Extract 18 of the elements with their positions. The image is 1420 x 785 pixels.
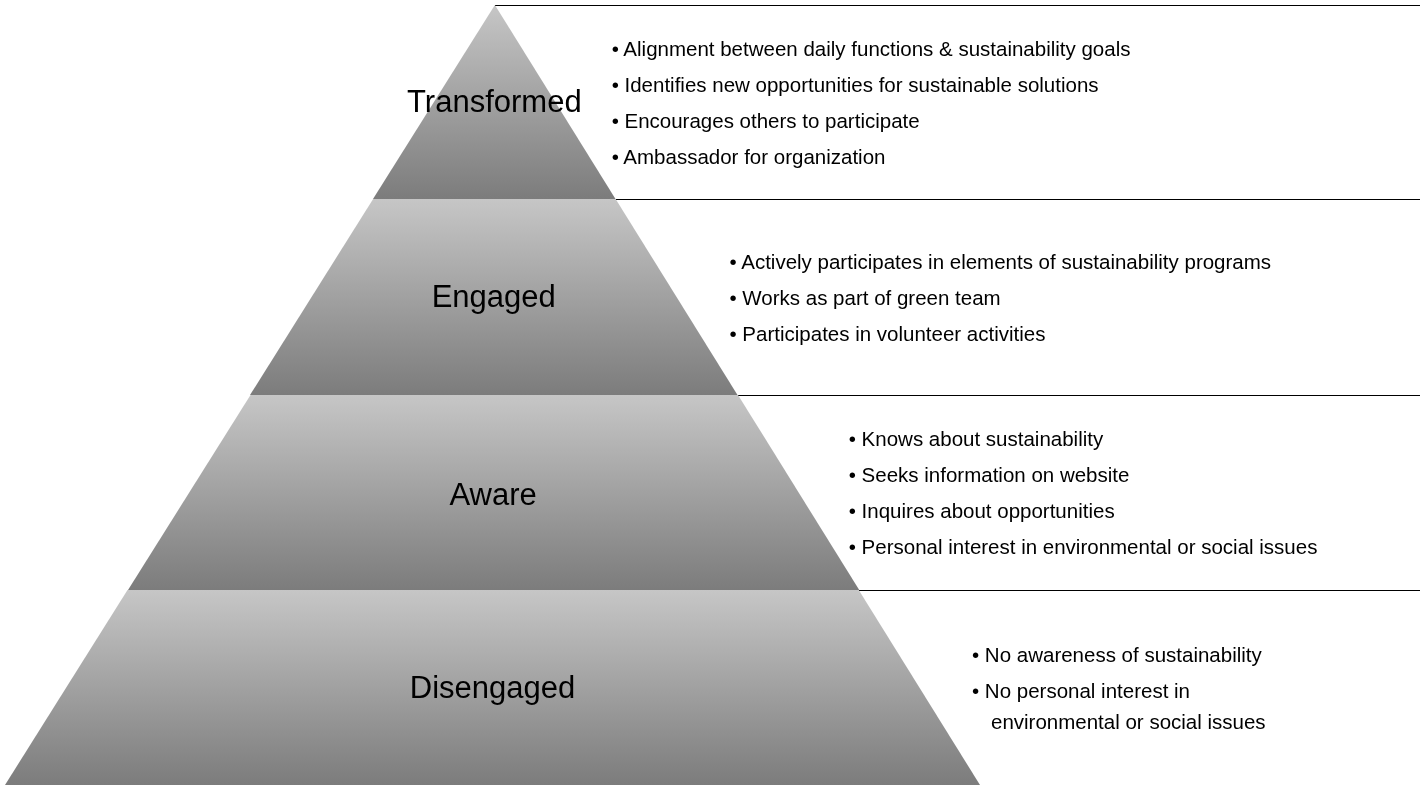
bullet-item: • Identifies new opportunities for sustainable solutions — [611, 71, 1100, 98]
bullet-item: • Seeks information on website — [848, 462, 1131, 488]
bullet-item: • Actively participates in elements of sustainability programs — [729, 248, 1273, 275]
bullet-item: • Personal interest in environmental or social issues — [848, 534, 1319, 560]
bullet-item: • Knows about sustainability — [848, 426, 1105, 452]
tier-label: Engaged — [431, 279, 556, 315]
bullet-item: • Alignment between daily functions & sustainability goals — [611, 35, 1132, 62]
pyramid-tier — [127, 395, 859, 590]
bullet-item: • Ambassador for organization — [611, 143, 887, 170]
tier-label: Disengaged — [409, 669, 576, 706]
bullet-item: • Encourages others to participate — [611, 107, 921, 134]
tier-label: Aware — [449, 476, 537, 513]
bullet-item: • Inquires about opportunities — [848, 498, 1116, 524]
bullet-item: • No awareness of sustainability — [972, 641, 1263, 668]
bullet-item: • Participates in volunteer activities — [729, 320, 1047, 347]
bullet-item: • Works as part of green team — [729, 284, 1002, 311]
pyramid-tier — [5, 590, 980, 785]
bullet-item: • No personal interest in environmental or social issues — [972, 677, 1267, 735]
